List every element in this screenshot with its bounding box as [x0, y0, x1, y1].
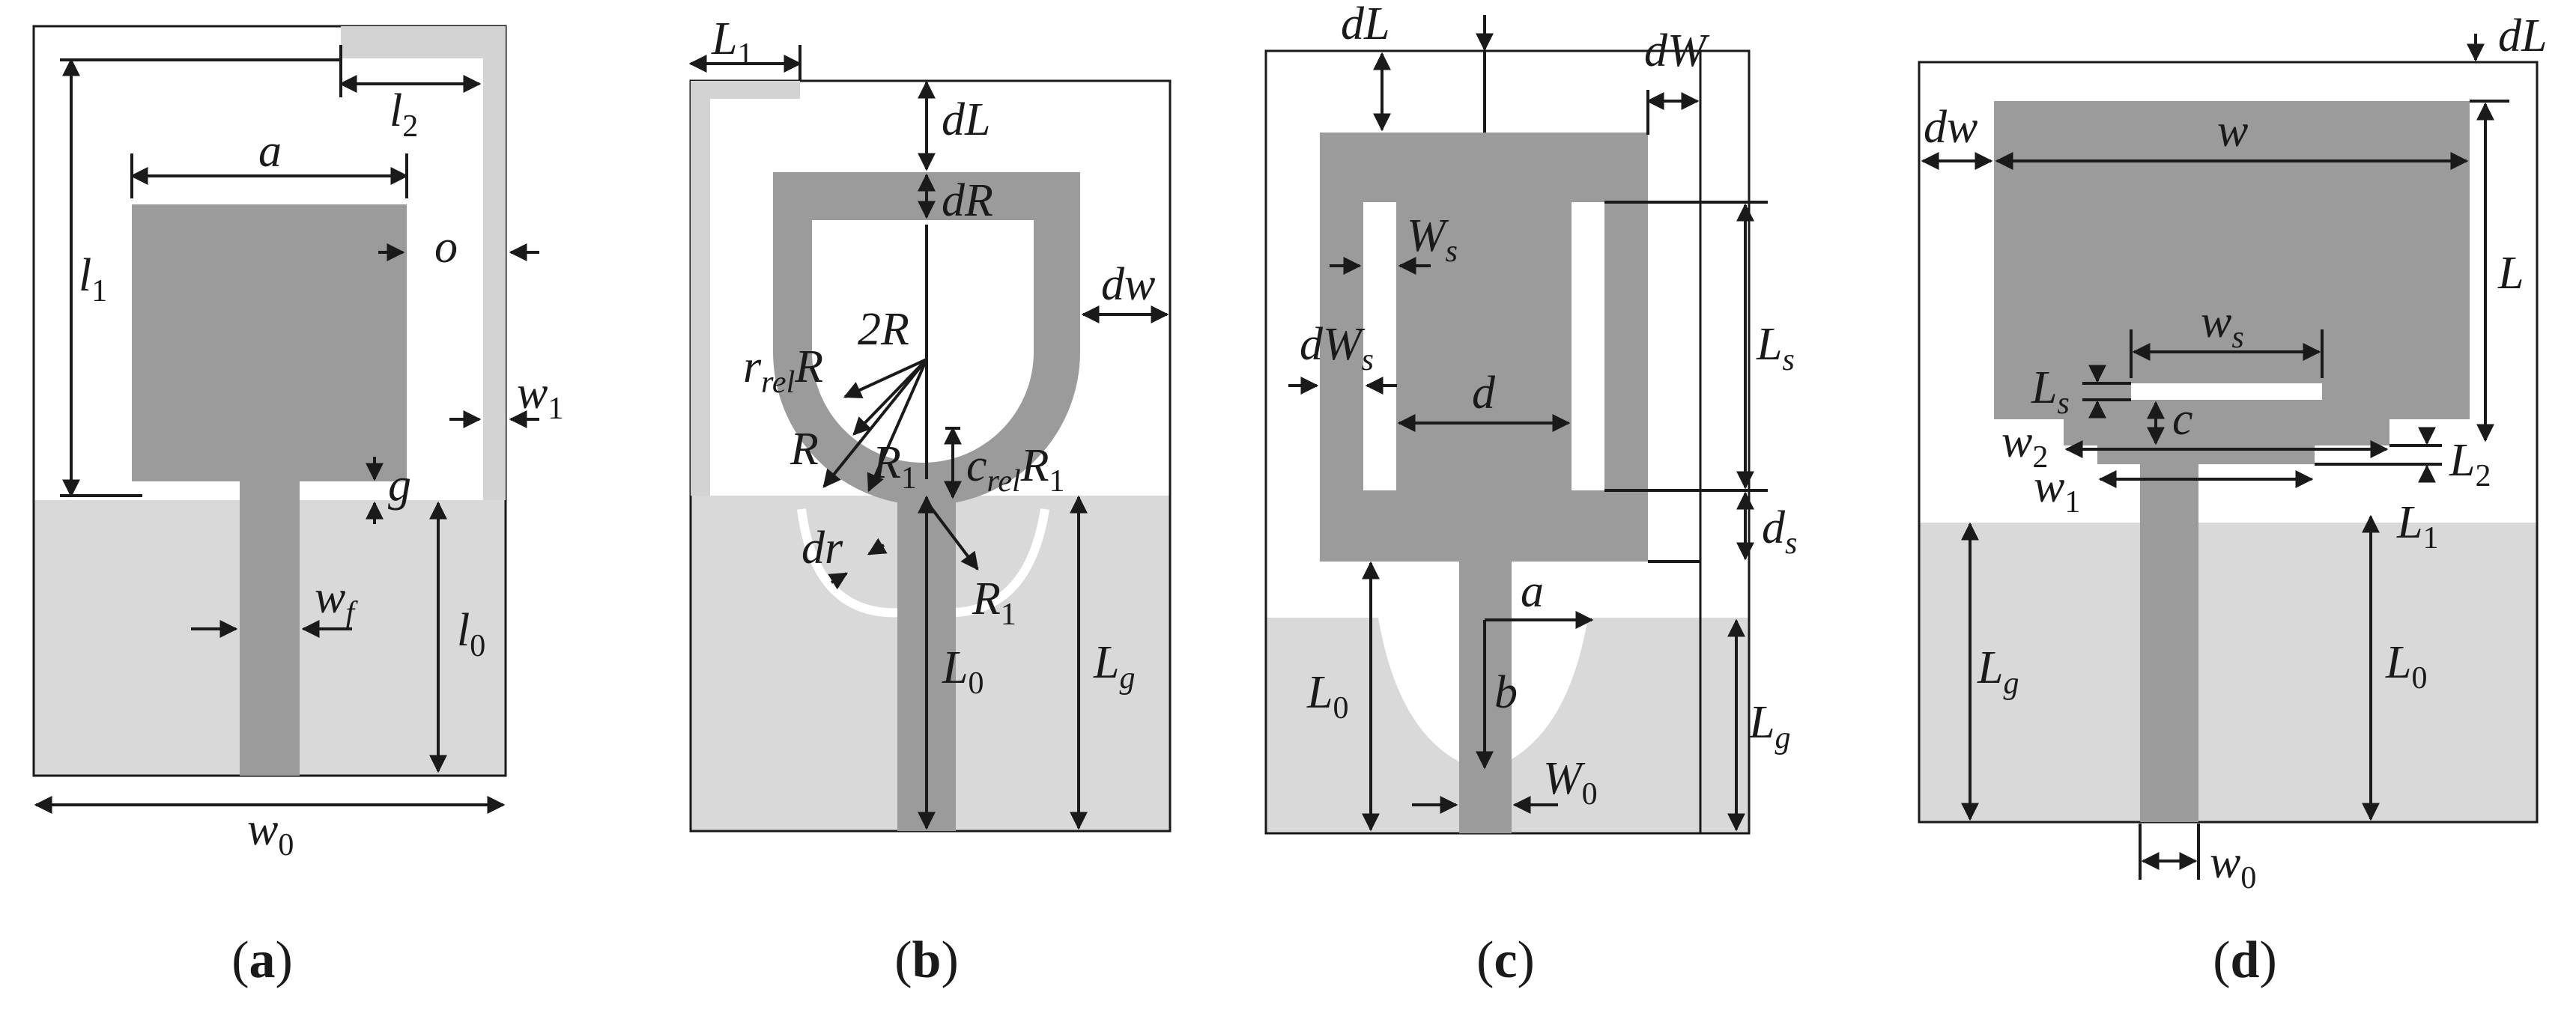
label-w0: w0	[247, 804, 294, 863]
label-l1: l1	[79, 250, 107, 308]
panel-d-stepped-transition	[2064, 419, 2389, 822]
label-L0-c: L0	[1306, 667, 1348, 725]
label-g: g	[388, 460, 411, 511]
label-b-c: b	[1494, 667, 1518, 718]
label-Ls-d: Ls	[2031, 362, 2070, 421]
label-d-c: d	[1472, 368, 1496, 419]
label-dL-c: dL	[1341, 0, 1389, 49]
label-L2-d: L2	[2449, 435, 2491, 493]
label-dw-b: dw	[1101, 259, 1155, 310]
label-dL-b: dL	[942, 94, 990, 145]
label-a: a	[258, 126, 282, 177]
panel-d: dL dw w L ws Ls c w2 w1 L2 L1 Lg L0 w0 (…	[1918, 10, 2547, 989]
label-dWs: dWs	[1300, 319, 1374, 377]
label-ws-d: ws	[2201, 296, 2244, 355]
label-dW-c: dW	[1644, 25, 1710, 76]
label-W0-c: W0	[1543, 753, 1598, 812]
panel-d-ground-plane	[1919, 523, 2537, 822]
label-w0-d: w0	[2210, 837, 2256, 895]
caption-a: (a)	[231, 931, 293, 989]
panel-a-patch	[132, 204, 407, 481]
label-dr: dr	[801, 523, 843, 574]
label-o: o	[434, 222, 458, 273]
panel-a-parasitic-strip	[341, 26, 506, 500]
label-R1-upper: R1	[872, 437, 917, 496]
label-L0-b: L0	[942, 642, 984, 701]
label-L1-d: L1	[2396, 497, 2438, 556]
label-Lg-b: Lg	[1093, 637, 1135, 696]
label-2R: 2R	[858, 304, 909, 355]
label-l0: l0	[457, 605, 485, 663]
label-w1-d: w1	[2034, 461, 2080, 520]
panel-b-u-radiator	[773, 172, 1080, 505]
panel-c: dL dW Ws dWs d Ls ds a b L0 Lg W0 (c)	[1264, 0, 1797, 989]
panel-b-parasitic-strip	[691, 81, 800, 496]
label-w-d: w	[2217, 106, 2248, 156]
label-crelR1: crelR1	[966, 440, 1065, 499]
label-c-d: c	[2172, 394, 2193, 445]
label-dR-b: dR	[942, 175, 993, 226]
label-rrelR: rrelR	[743, 341, 823, 400]
label-L0-d: L0	[2385, 637, 2427, 696]
panel-d-slot	[2131, 383, 2322, 400]
label-w2-d: w2	[2001, 416, 2048, 475]
panel-a-feed-line	[240, 481, 300, 776]
label-a-c: a	[1521, 566, 1544, 617]
label-R1-lower: R1	[972, 574, 1016, 632]
caption-b: (b)	[894, 931, 959, 989]
label-Ls-c: Ls	[1756, 319, 1795, 377]
label-wf: wf	[315, 572, 358, 630]
label-l2: l2	[390, 85, 418, 144]
label-w1: w1	[517, 368, 563, 426]
label-Lg-d: Lg	[1977, 642, 2019, 701]
caption-c: (c)	[1476, 931, 1535, 989]
panel-c-slot-right	[1572, 202, 1604, 490]
label-R: R	[790, 424, 819, 475]
label-dL-d: dL	[2498, 10, 2547, 61]
label-L1-b: L1	[711, 13, 753, 72]
label-ds: ds	[1762, 502, 1797, 561]
label-dw-d: dw	[1924, 102, 1978, 153]
label-Ws: Ws	[1407, 210, 1458, 269]
caption-d: (d)	[2213, 931, 2277, 989]
panel-c-slot-left	[1363, 202, 1396, 490]
label-L-d: L	[2497, 248, 2524, 299]
panel-d-board-outline	[1918, 61, 2539, 824]
panel-b: L1 dL dR dw 2R rrelR R R1 crelR1 dr R1 L…	[688, 13, 1172, 989]
label-Lg-c: Lg	[1748, 697, 1790, 755]
panel-a: a l1 l2 o w1 g wf l0 w0 (a)	[32, 25, 563, 989]
